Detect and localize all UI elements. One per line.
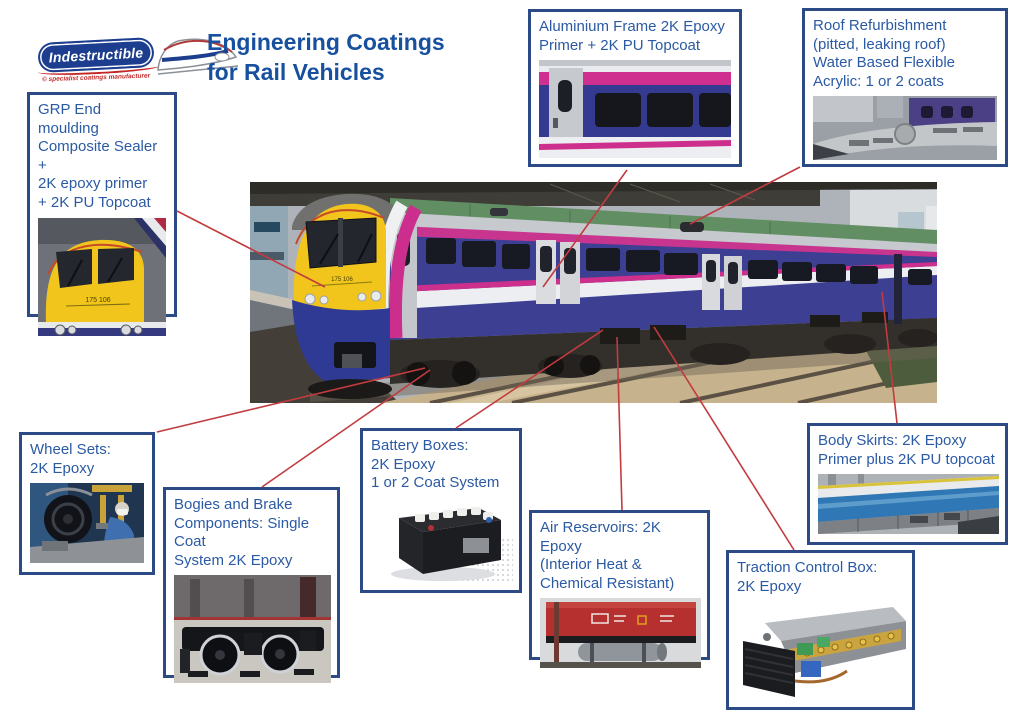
roof-equipment	[680, 222, 704, 232]
wheel-painting-photo	[30, 483, 144, 564]
cab-number-text: 175 106	[331, 277, 353, 283]
bogie-workshop-photo	[174, 575, 331, 684]
main-train-photo: 175 106	[250, 182, 938, 405]
callout-battery-label: Battery Boxes: 2K Epoxy 1 or 2 Coat Syst…	[371, 437, 500, 492]
battery-box-photo	[371, 497, 513, 582]
roof-depot-photo	[813, 96, 997, 161]
aluminium-bodyside-photo	[539, 60, 731, 159]
indestructible-logo: Indestructible © specialist coatings man…	[36, 30, 239, 100]
callout-roof-refurbishment: Roof Refurbishment (pitted, leaking roof…	[802, 8, 1008, 167]
callout-bodyskirts-label: Body Skirts: 2K Epoxy Primer plus 2K PU …	[818, 432, 995, 468]
callout-grp-label: GRP End moulding Composite Sealer + 2K e…	[38, 101, 158, 211]
callout-bogies: Bogies and Brake Components: Single Coat…	[163, 487, 340, 684]
callout-air-label: Air Reservoirs: 2K Epoxy (Interior Heat …	[540, 519, 675, 592]
callout-body-skirts: Body Skirts: 2K Epoxy Primer plus 2K PU …	[807, 423, 1008, 545]
grp-cab-photo: 175 106	[38, 217, 166, 336]
train-sketch-icon	[157, 38, 239, 75]
station-scene: 175 106	[250, 182, 938, 405]
callout-roof-label: Roof Refurbishment (pitted, leaking roof…	[813, 17, 956, 90]
callout-traction-label: Traction Control Box: 2K Epoxy	[737, 559, 878, 595]
callout-battery-boxes: Battery Boxes: 2K Epoxy 1 or 2 Coat Syst…	[360, 428, 522, 593]
page-title: Engineering Coatings for Rail Vehicles	[207, 29, 445, 85]
callout-air-reservoirs: Air Reservoirs: 2K Epoxy (Interior Heat …	[529, 510, 710, 669]
train-roof	[390, 212, 937, 254]
grp-cab-number: 175 106	[85, 297, 110, 304]
traction-box-photo	[737, 601, 906, 700]
body-skirts-photo	[818, 474, 999, 535]
callout-aluminium-frame: Aluminium Frame 2K Epoxy Primer + 2K PU …	[528, 9, 742, 167]
callout-wheel-sets: Wheel Sets: 2K Epoxy	[19, 432, 155, 575]
callout-aluminium-label: Aluminium Frame 2K Epoxy Primer + 2K PU …	[539, 18, 725, 54]
windows	[426, 238, 932, 285]
air-reservoir-photo	[540, 598, 701, 669]
callout-wheelsets-label: Wheel Sets: 2K Epoxy	[30, 441, 111, 477]
callout-bogies-label: Bogies and Brake Components: Single Coat…	[174, 496, 310, 569]
callout-traction-control: Traction Control Box: 2K Epoxy	[726, 550, 915, 710]
callout-grp-end-moulding: GRP End moulding Composite Sealer + 2K e…	[27, 92, 177, 336]
